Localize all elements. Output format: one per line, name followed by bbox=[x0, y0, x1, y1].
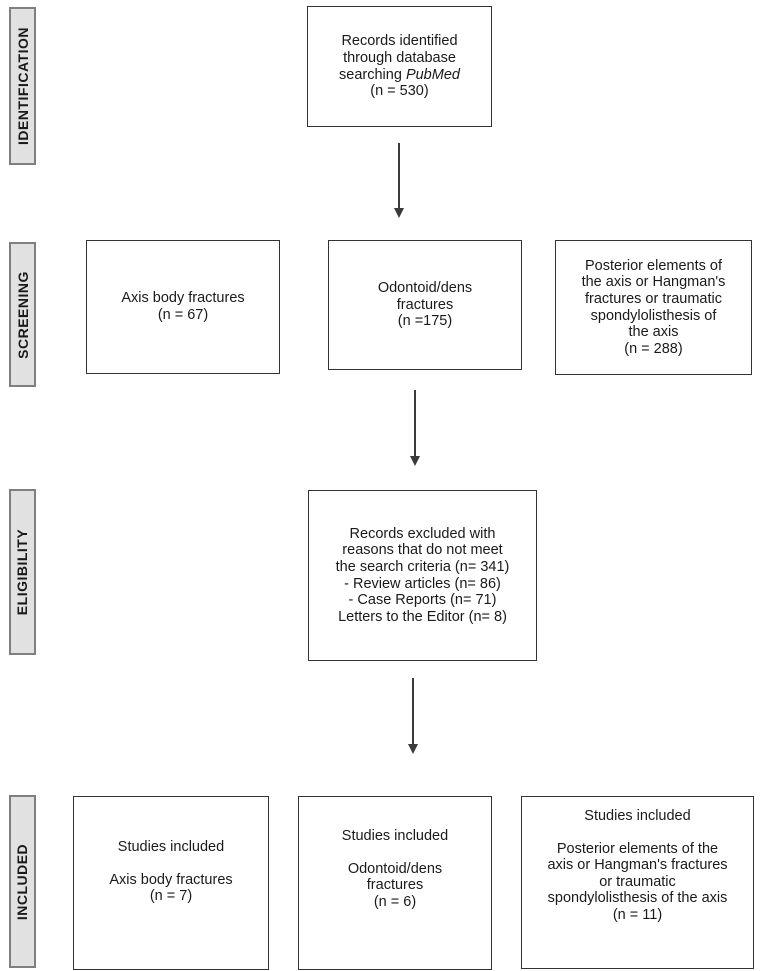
screening-box-odontoid: Odontoid/dens fractures (n =175) bbox=[328, 240, 522, 370]
included-posterior-line-1: Posterior elements of the bbox=[556, 840, 719, 857]
stage-identification-label: IDENTIFICATION bbox=[14, 27, 31, 145]
screening-posterior-line-1: Posterior elements of bbox=[584, 257, 722, 274]
identification-line-3: searching PubMed bbox=[339, 67, 460, 84]
stage-eligibility: ELIGIBILITY bbox=[9, 489, 36, 655]
stage-eligibility-label: ELIGIBILITY bbox=[14, 528, 31, 616]
eligibility-case-reports: - Case Reports (n= 71) bbox=[348, 592, 497, 609]
stage-identification: IDENTIFICATION bbox=[9, 7, 36, 165]
stage-screening: SCREENING bbox=[9, 242, 36, 387]
screening-axis-body-title: Axis body fractures bbox=[121, 290, 245, 307]
stage-included: INCLUDED bbox=[9, 795, 36, 968]
screening-axis-body-count: (n = 67) bbox=[157, 307, 209, 323]
included-box-axis-body: Studies included Axis body fractures (n … bbox=[73, 796, 269, 970]
screening-box-axis-body: Axis body fractures (n = 67) bbox=[86, 240, 280, 374]
included-axis-body-title: Axis body fractures bbox=[109, 871, 233, 888]
eligibility-line-2: reasons that do not meet bbox=[342, 542, 503, 559]
screening-posterior-line-4: spondylolisthesis of bbox=[590, 307, 717, 324]
included-odontoid-line-1: Odontoid/dens bbox=[347, 860, 443, 877]
eligibility-line-1: Records excluded with bbox=[349, 525, 496, 542]
eligibility-line-3: the search criteria (n= 341) bbox=[335, 558, 510, 575]
included-odontoid-line-2: fractures bbox=[366, 877, 424, 894]
screening-odontoid-line-1: Odontoid/dens bbox=[377, 280, 473, 297]
included-posterior-line-4: spondylolisthesis of the axis bbox=[547, 890, 728, 907]
screening-posterior-line-5: the axis bbox=[628, 324, 679, 341]
arrow-screening-to-eligibility bbox=[410, 390, 419, 466]
included-odontoid-heading: Studies included bbox=[341, 828, 449, 844]
identification-count: (n = 530) bbox=[370, 83, 429, 100]
included-odontoid-count: (n = 6) bbox=[373, 893, 417, 910]
included-box-odontoid: Studies included Odontoid/dens fractures… bbox=[298, 796, 492, 970]
included-posterior-heading: Studies included bbox=[584, 808, 691, 824]
included-box-posterior: Studies included Posterior elements of t… bbox=[521, 796, 754, 969]
eligibility-review-articles: - Review articles (n= 86) bbox=[344, 575, 501, 592]
screening-posterior-line-3: fractures or traumatic bbox=[585, 290, 722, 307]
arrow-identification-to-screening bbox=[394, 143, 403, 218]
screening-posterior-line-2: the axis or Hangman's bbox=[581, 274, 726, 291]
included-posterior-count: (n = 11) bbox=[612, 906, 663, 923]
eligibility-box: Records excluded with reasons that do no… bbox=[308, 490, 537, 661]
screening-odontoid-count: (n =175) bbox=[397, 313, 453, 330]
identification-database-name: PubMed bbox=[405, 66, 460, 83]
stage-included-label: INCLUDED bbox=[14, 843, 31, 920]
screening-box-posterior: Posterior elements of the axis or Hangma… bbox=[555, 240, 752, 375]
identification-line-3-prefix: searching bbox=[339, 66, 406, 83]
included-axis-body-heading: Studies included bbox=[117, 839, 225, 855]
stage-screening-label: SCREENING bbox=[14, 270, 31, 359]
included-posterior-line-3: or traumatic bbox=[599, 873, 676, 890]
screening-odontoid-line-2: fractures bbox=[396, 296, 454, 313]
identification-box: Records identified through database sear… bbox=[307, 6, 492, 127]
arrow-eligibility-to-included bbox=[408, 678, 417, 754]
identification-line-2: through database bbox=[343, 49, 456, 66]
included-axis-body-count: (n = 7) bbox=[149, 888, 193, 905]
identification-line-1: Records identified bbox=[341, 33, 458, 50]
eligibility-letters-to-editor: Letters to the Editor (n= 8) bbox=[338, 608, 507, 625]
included-posterior-line-2: axis or Hangman's fractures bbox=[547, 857, 728, 874]
screening-posterior-count: (n = 288) bbox=[624, 340, 683, 357]
